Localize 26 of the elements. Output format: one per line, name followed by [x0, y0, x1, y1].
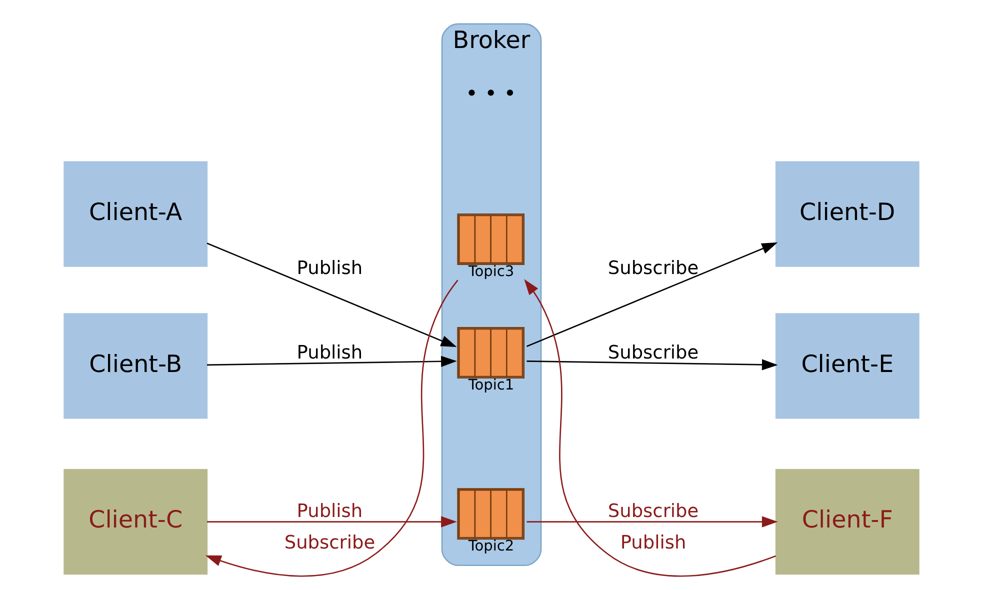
edge-label: Subscribe: [607, 500, 698, 522]
arrow: [526, 242, 778, 347]
node-box: Client-B: [63, 313, 208, 419]
edge-label: Publish: [296, 342, 362, 364]
edge-label: Publish: [296, 258, 362, 279]
node-box: Client-E: [774, 313, 919, 419]
node-box: Client-C: [63, 468, 208, 575]
edge-label: Subscribe: [284, 532, 375, 554]
edge-label: Publish: [620, 532, 686, 554]
arrow: [526, 516, 778, 528]
arrow: [526, 359, 778, 370]
node-box: Client-D: [774, 161, 919, 267]
arrow: [206, 356, 456, 367]
edge-label: Subscribe: [607, 342, 698, 364]
edge-label: Publish: [296, 500, 362, 522]
edge-label: Subscribe: [607, 258, 698, 279]
node-label: Topic2: [468, 538, 514, 555]
arrow: [524, 279, 776, 577]
node-box: Client-F: [774, 468, 919, 575]
label: • • •: [464, 80, 516, 106]
arrow: [204, 280, 458, 577]
node-box: Client-A: [63, 161, 208, 267]
node-label: Topic1: [468, 377, 514, 394]
arrow: [206, 516, 456, 528]
node-label: Topic3: [468, 264, 514, 280]
arrow: [206, 242, 456, 348]
